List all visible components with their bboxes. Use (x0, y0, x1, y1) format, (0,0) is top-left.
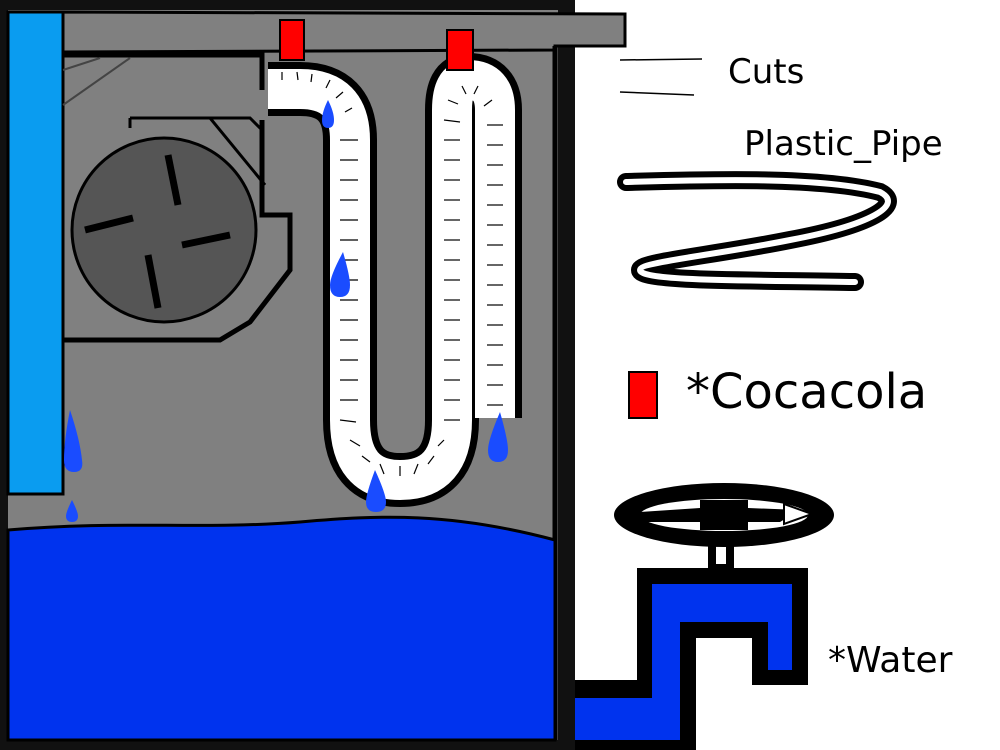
water-drop-icon (488, 412, 508, 462)
legend-cocacola-label: *Cocacola (686, 364, 928, 420)
water-reservoir (6, 515, 557, 742)
outflow-pipe (575, 483, 834, 750)
legend-cocacola-icon (628, 371, 658, 419)
legend-pipe-icon (617, 171, 897, 291)
chamber-lid (58, 10, 627, 54)
pipe-body (268, 60, 515, 500)
water-drops (64, 100, 508, 522)
legend-cuts-icon (619, 91, 695, 96)
legend-cuts-icon (619, 58, 703, 61)
fan-brace (62, 57, 131, 106)
fan-enclosure (63, 52, 293, 343)
legend-plastic-pipe-label: Plastic_Pipe (744, 124, 943, 164)
water-drop-icon (330, 252, 350, 297)
fan-bracket-top (128, 116, 267, 186)
side-panel (6, 10, 65, 496)
water-drop-icon (322, 100, 334, 128)
outflow-pipe-water (575, 584, 792, 740)
legend (617, 58, 897, 419)
water-drop-icon (66, 500, 78, 522)
legend-cuts-label: Cuts (728, 52, 805, 92)
plastic-pipe (268, 53, 522, 507)
legend-water-label: *Water (828, 640, 953, 681)
cocacola-marker (446, 29, 474, 71)
fan-housing (62, 52, 293, 343)
fan-icon (70, 136, 258, 324)
water-drop-icon (366, 470, 386, 512)
cocacola-marker (279, 19, 305, 61)
fan-brace (62, 57, 101, 71)
valve-wheel-icon[interactable] (614, 483, 834, 547)
water-drop-icon (64, 410, 83, 472)
